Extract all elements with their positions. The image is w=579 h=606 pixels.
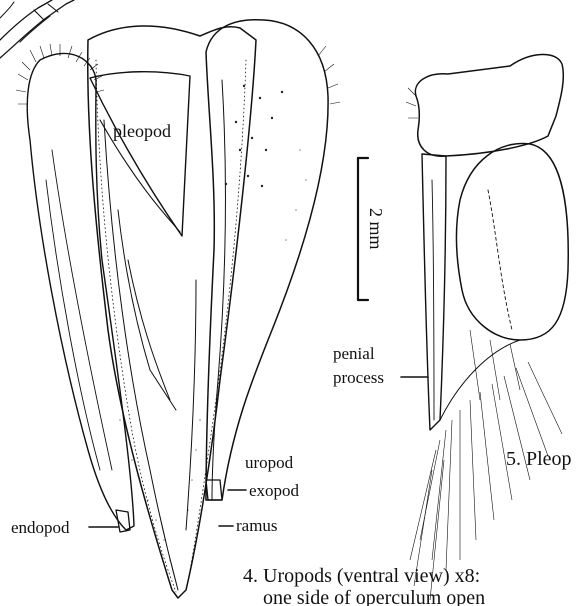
endopod-ramus <box>16 44 134 532</box>
caption-figure-4-line1: 4. Uropods (ventral view) x8: <box>243 565 480 587</box>
label-pleopod: pleopod <box>113 121 171 141</box>
label-uropod: uropod <box>245 453 294 472</box>
label-ramus: ramus <box>236 516 278 535</box>
leg-fragment <box>0 0 74 58</box>
scale-label: 2 mm <box>366 208 386 250</box>
exopod-ramus <box>206 20 340 500</box>
caption-figure-5: 5. Pleop <box>506 448 572 470</box>
label-exopod: exopod <box>249 481 300 500</box>
figure-4-uropods: pleopod uropod exopod endopod ramus <box>0 0 340 598</box>
label-endopod: endopod <box>11 518 70 537</box>
scale-bar: 2 mm <box>358 158 386 300</box>
caption-figure-4-line2: one side of operculum open <box>263 587 485 606</box>
label-process: process <box>333 368 384 387</box>
figure-5-pleopod: penial process <box>333 54 568 600</box>
label-penial: penial <box>333 344 375 363</box>
